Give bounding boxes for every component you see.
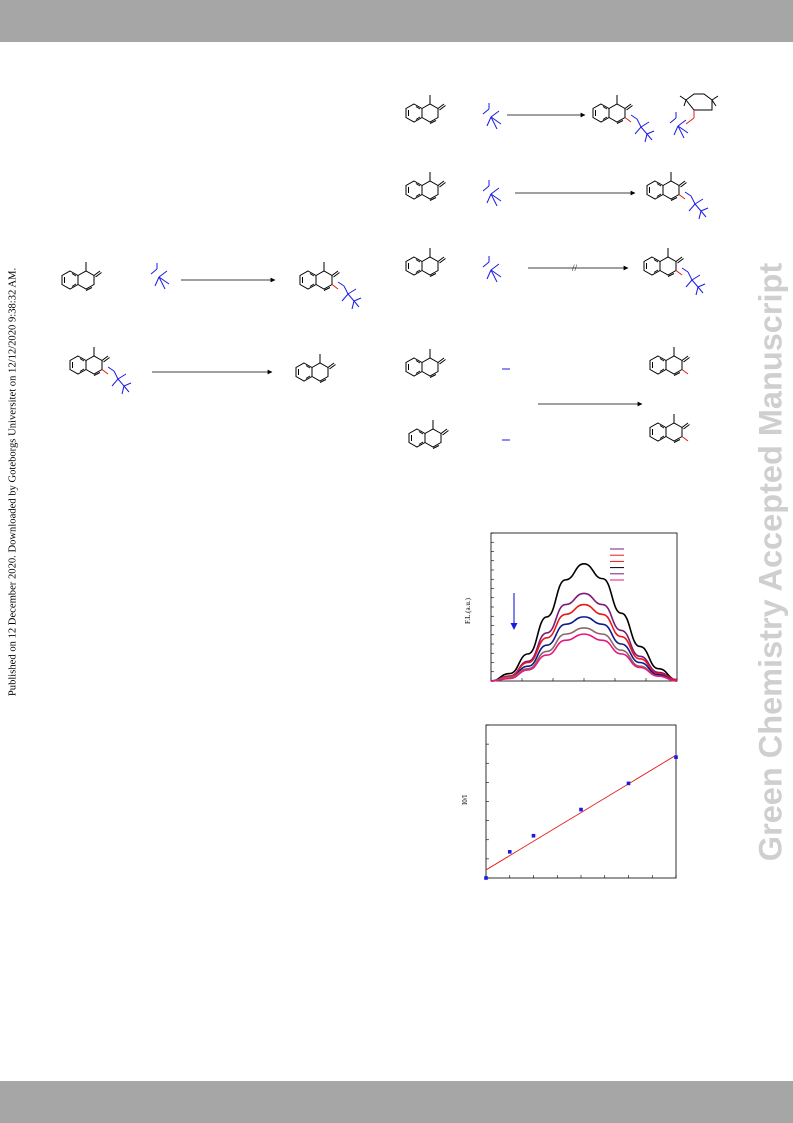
quinoxalinone-structure: [405, 348, 446, 378]
quinoxalinone-structure: [405, 171, 446, 201]
spectrum-series-4: [490, 616, 678, 682]
tbu-substituent: [630, 114, 655, 143]
data-point-1: [484, 876, 488, 880]
peroxide-structure: [482, 255, 502, 283]
spectrum-series-5: [490, 627, 678, 682]
quinoxalinone-structure: [408, 419, 449, 449]
fluorescence-ylabel: F.L.(a.u.): [464, 598, 472, 624]
product-structure: [295, 353, 336, 383]
tbu-substituent: [337, 281, 362, 310]
quinoxalinone-peroxide-structure: [70, 347, 110, 376]
quinoxalinone-structure: [405, 94, 446, 124]
reaction-schemes: //: [61, 93, 719, 449]
data-point-3: [531, 833, 536, 838]
fluorescence-chart: [490, 532, 678, 682]
data-point-2: [507, 850, 512, 854]
fit-line: [485, 754, 677, 871]
quinoxalinone-structure: [61, 261, 102, 291]
tbu-fragment: [669, 111, 689, 139]
product-structure: [300, 262, 340, 291]
tbu-substituent: [684, 191, 709, 220]
product-structure: [647, 172, 687, 201]
quench-arrowhead: [510, 623, 518, 630]
product-structure: [650, 414, 690, 443]
data-point-4: [579, 807, 583, 812]
product-structure: [593, 95, 633, 124]
spectrum-series-3: [490, 603, 678, 682]
stern-volmer-chart: [484, 724, 678, 880]
peroxide-structure: [482, 179, 502, 207]
no-reaction-mark: //: [572, 263, 578, 273]
plot-frame: [485, 724, 677, 879]
data-point-5: [626, 781, 631, 786]
peroxide-structure: [150, 262, 170, 290]
spectrum-series-6: [490, 633, 678, 682]
tempo-adduct-structure: [679, 93, 719, 125]
tbu-substituent: [107, 366, 132, 395]
spectrum-series-1: [490, 563, 678, 682]
stern-volmer-ylabel: I0/I: [461, 794, 469, 806]
peroxide-structure: [482, 102, 502, 130]
footer-band: [0, 1081, 793, 1123]
quinoxalinone-structure: [405, 247, 446, 277]
header-band: [0, 0, 793, 42]
product-structure: [644, 248, 684, 277]
tbu-substituent: [681, 267, 706, 296]
data-point-6: [674, 755, 678, 760]
product-structure: [650, 347, 690, 376]
